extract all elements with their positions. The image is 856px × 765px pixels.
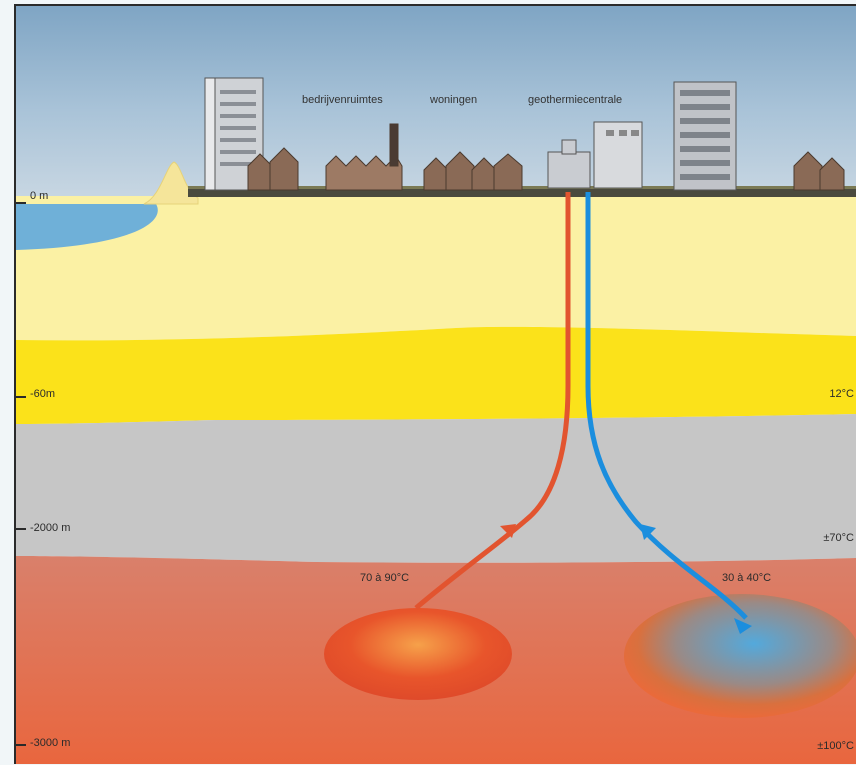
- temp-shallow: 12°C: [829, 388, 854, 400]
- hot-reservoir: [324, 608, 512, 700]
- clay-layer: [16, 414, 856, 563]
- depth-tick-surface: [16, 202, 26, 204]
- sea: [16, 204, 158, 250]
- label-offices: bedrijvenruimtes: [302, 94, 383, 106]
- depth-tick-deep: [16, 744, 26, 746]
- temp-mid: ±70°C: [823, 532, 854, 544]
- sand-layer-light: [16, 196, 856, 341]
- ground-surface: [188, 188, 856, 197]
- production-arrow: [500, 524, 516, 538]
- depth-surface: 0 m: [30, 190, 49, 202]
- depth-mid: -2000 m: [30, 522, 71, 534]
- houses-right: [793, 151, 845, 191]
- subsurface-layers: [16, 77, 856, 764]
- dune: [143, 161, 199, 205]
- houses-left: [247, 147, 299, 191]
- temp-hot-flow: 70 à 90°C: [360, 572, 410, 584]
- geothermal-plant: [547, 121, 643, 189]
- label-plant: geothermiecentrale: [528, 94, 623, 106]
- temp-cold-flow: 30 à 40°C: [722, 572, 772, 584]
- houses-middle: [423, 151, 523, 191]
- depth-tick-shallow: [16, 396, 26, 398]
- temp-deep: ±100°C: [817, 740, 854, 752]
- depth-shallow: -60m: [30, 388, 56, 400]
- production-well: [414, 192, 571, 610]
- factory: [325, 123, 403, 191]
- injection-arrow: [640, 524, 656, 540]
- depth-tick-mid: [16, 528, 26, 530]
- label-homes: woningen: [430, 94, 478, 106]
- sand-layer-dark: [16, 326, 856, 424]
- depth-deep: -3000 m: [30, 737, 71, 749]
- injection-well: [585, 192, 748, 620]
- cold-reservoir: [624, 594, 856, 718]
- geothermal-diagram: bedrijvenruimtes woningen geothermiecent…: [14, 4, 856, 764]
